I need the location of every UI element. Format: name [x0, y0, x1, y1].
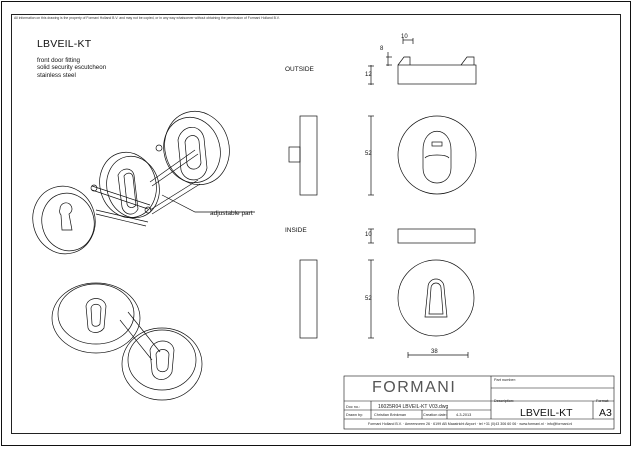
disclaimer-text: All information on this drawing is the p… — [14, 16, 280, 20]
description-line: stainless steel — [37, 71, 76, 79]
format-value: A3 — [599, 407, 612, 419]
outside-views — [288, 115, 477, 196]
title-block-grid — [343, 375, 615, 430]
doc-no-value: 16025R04 LBVEIL-KT V03.dwg — [378, 404, 449, 410]
dim-inside-thickness: 10 — [365, 232, 372, 238]
inside-views — [299, 228, 476, 358]
company-footer: Formani Holland B.V. · Ameersveen 26 · 6… — [368, 422, 573, 426]
description-line: solid security escutcheon — [37, 64, 107, 72]
inside-label: INSIDE — [285, 227, 307, 234]
part-number-label: Part number: — [494, 378, 516, 382]
outside-label: OUTSIDE — [285, 66, 314, 73]
creation-date-label: Creation date: — [423, 413, 447, 417]
product-description: front door fitting solid security escutc… — [37, 57, 106, 79]
dim-inside-diameter: 52 — [365, 296, 372, 302]
top-view — [368, 38, 477, 85]
dim-top-height-a: 8 — [380, 46, 384, 52]
description-line: front door fitting — [37, 57, 80, 64]
brand-logo-text: FORMANI — [372, 379, 457, 396]
dim-outside-diameter: 52 — [365, 151, 372, 157]
dim-top-height-b: 12 — [365, 72, 372, 78]
dim-bottom-width: 38 — [431, 349, 438, 355]
assembled-view — [51, 282, 203, 401]
drawn-by-value: Christian Brinkman — [374, 413, 407, 417]
description-label: Description: — [494, 399, 515, 403]
exploded-view — [32, 110, 255, 255]
adjustable-part-label: adjustable part — [210, 210, 253, 217]
creation-date-value: 4-3-2013 — [456, 413, 472, 417]
drawn-by-label: Drawn by: — [346, 413, 364, 417]
dim-top-width: 10 — [401, 34, 408, 40]
doc-no-label: Doc no.: — [346, 405, 361, 409]
product-code-title: LBVEIL-KT — [37, 38, 92, 50]
description-value: LBVEIL-KT — [520, 407, 573, 419]
drawing-sheet — [11, 14, 621, 434]
format-label: Format: — [596, 399, 610, 403]
